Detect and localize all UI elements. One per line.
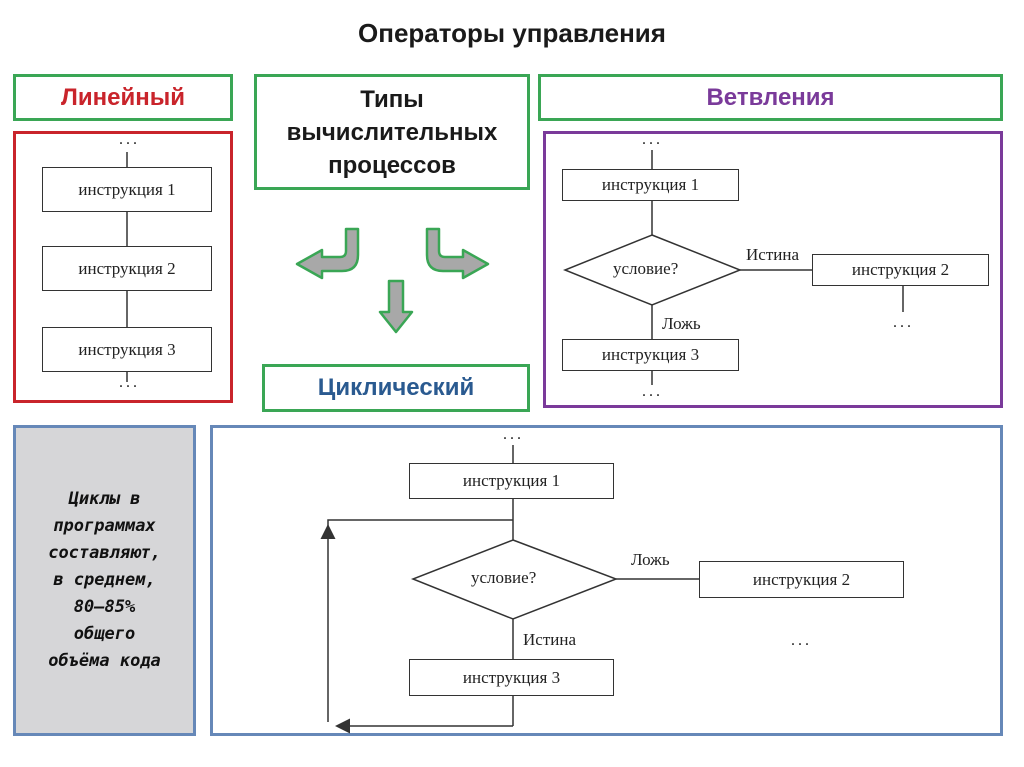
linear-instruction-1: инструкция 1 bbox=[42, 167, 212, 212]
cyclic-header: Циклический bbox=[262, 364, 530, 412]
linear-dots-top: ... bbox=[119, 131, 140, 148]
note-line-1: Циклы в bbox=[68, 489, 141, 509]
note-line-6: общего bbox=[73, 624, 136, 644]
note-line-4: в среднем, bbox=[53, 570, 156, 590]
cyclic-dots-top: ... bbox=[503, 426, 524, 443]
linear-header: Линейный bbox=[13, 74, 233, 121]
note-line-5: 80–85% bbox=[73, 597, 136, 617]
branching-dots-right: ... bbox=[893, 314, 914, 331]
process-types-box: Типы вычислительных процессов bbox=[254, 74, 530, 190]
branching-instruction-2: инструкция 2 bbox=[812, 254, 989, 286]
linear-dots-bottom: ... bbox=[119, 374, 140, 391]
linear-instruction-3: инструкция 3 bbox=[42, 327, 212, 372]
cyclic-instruction-1: инструкция 1 bbox=[409, 463, 614, 499]
branching-dots-top: ... bbox=[642, 131, 663, 148]
note-line-2: программах bbox=[53, 516, 156, 536]
arrow-down-icon bbox=[378, 279, 414, 334]
branching-instruction-3: инструкция 3 bbox=[562, 339, 739, 371]
arrow-right-curved-icon bbox=[425, 227, 490, 280]
arrow-left-curved-icon bbox=[295, 227, 360, 280]
cyclic-dots-right: ... bbox=[791, 632, 812, 649]
cyclic-false-label: Ложь bbox=[631, 550, 670, 569]
cyclic-instruction-3: инструкция 3 bbox=[409, 659, 614, 696]
page-title: Операторы управления bbox=[358, 18, 666, 48]
branching-true-label: Истина bbox=[746, 245, 799, 264]
branching-condition-label: условие? bbox=[613, 259, 679, 278]
branching-false-label: Ложь bbox=[662, 314, 701, 333]
cycles-note: Циклы в программах составляют, в среднем… bbox=[13, 425, 196, 736]
branching-instruction-1: инструкция 1 bbox=[562, 169, 739, 201]
cyclic-instruction-2: инструкция 2 bbox=[699, 561, 904, 598]
branching-dots-bottom: ... bbox=[642, 383, 663, 400]
linear-instruction-2: инструкция 2 bbox=[42, 246, 212, 291]
cyclic-true-label: Истина bbox=[523, 630, 576, 649]
note-line-3: составляют, bbox=[48, 543, 161, 563]
branching-header: Ветвления bbox=[538, 74, 1003, 121]
note-line-7: объёма кода bbox=[48, 651, 161, 671]
cyclic-condition-label: условие? bbox=[471, 568, 537, 587]
